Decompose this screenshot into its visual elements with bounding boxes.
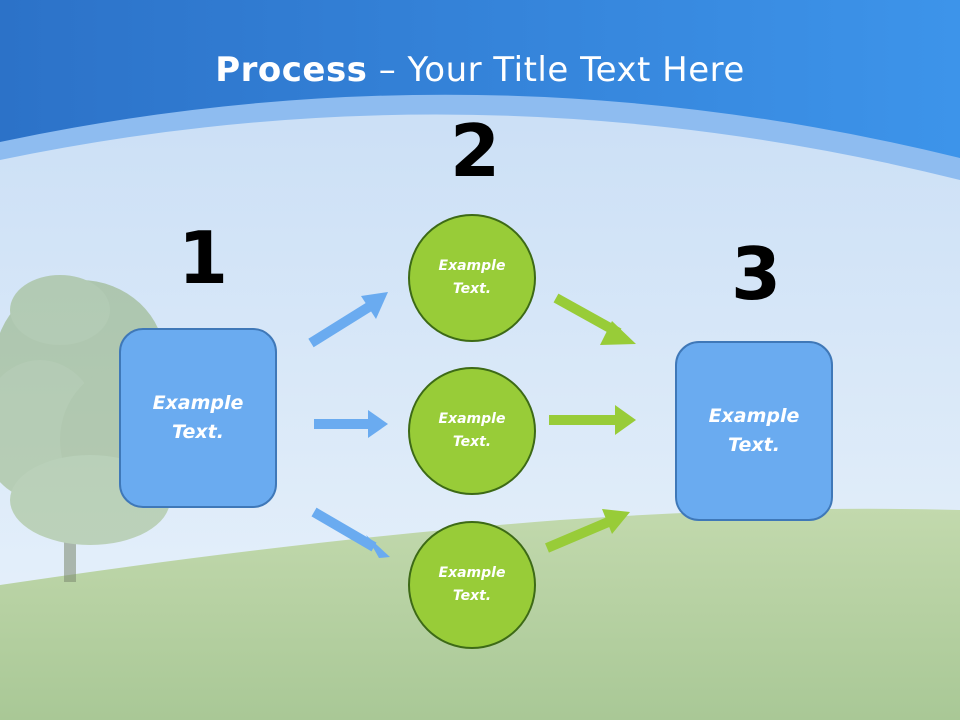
step-3-box: Example Text. [675, 341, 833, 521]
circle-top-line1: Example [438, 258, 506, 274]
step-number-1: 1 [178, 216, 229, 300]
step-3-text-line2: Text. [728, 434, 780, 456]
step-2-circle-top: Example Text. [408, 214, 536, 342]
circle-bottom-line1: Example [438, 565, 506, 581]
circle-middle-line1: Example [438, 411, 506, 427]
title-rest: – Your Title Text Here [367, 50, 745, 90]
step-1-text-line2: Text. [172, 421, 224, 443]
title-bold: Process [215, 50, 368, 90]
step-2-circle-middle: Example Text. [408, 367, 536, 495]
step-number-2: 2 [450, 109, 501, 193]
slide-title: Process – Your Title Text Here [0, 50, 960, 90]
circle-bottom-line2: Text. [452, 588, 492, 604]
step-1-box: Example Text. [119, 328, 277, 508]
circle-middle-line2: Text. [452, 434, 492, 450]
step-1-text-line1: Example [152, 392, 244, 414]
step-3-text-line1: Example [708, 405, 800, 427]
step-number-3: 3 [731, 232, 782, 316]
header-band [0, 0, 960, 158]
circle-top-line2: Text. [452, 281, 492, 297]
step-2-circle-bottom: Example Text. [408, 521, 536, 649]
